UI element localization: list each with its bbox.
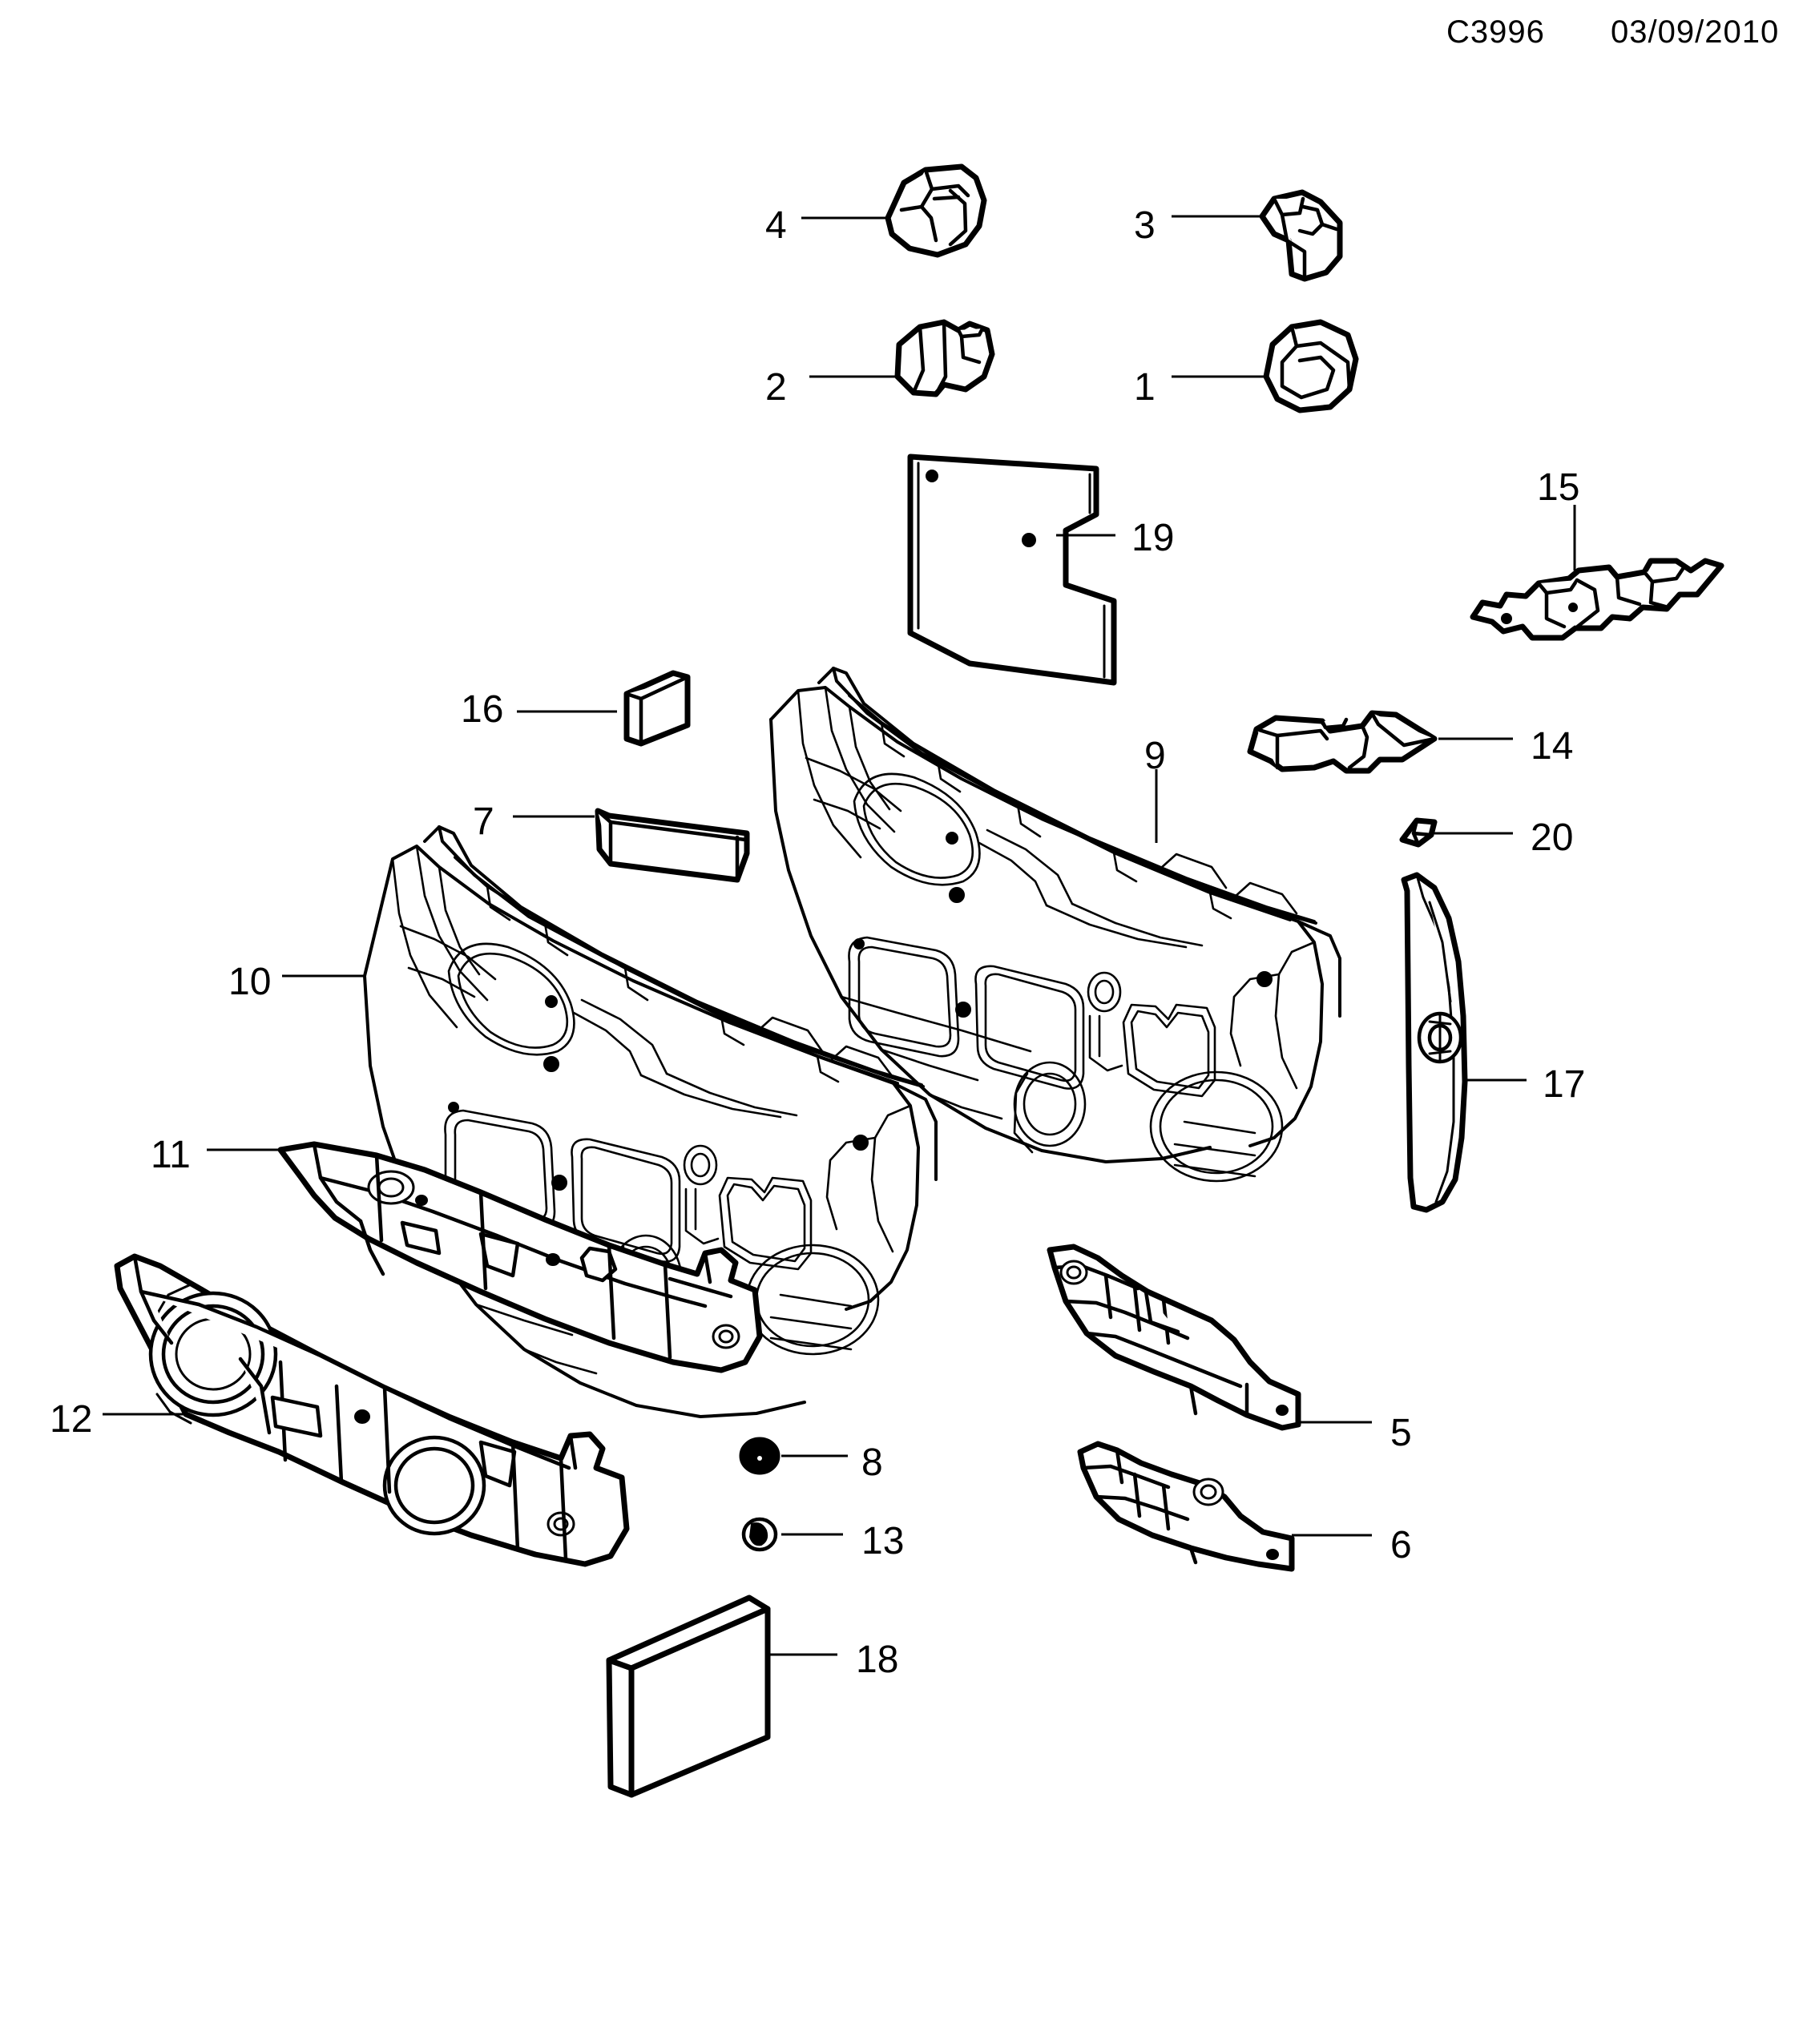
part-10-dash-panel [363,825,938,1418]
part-19-insulator-panel [907,454,1117,686]
part-18-insulator-pad [606,1594,771,1798]
part-6-side-insulator-bracket [1077,1441,1295,1572]
callout-label-11: 11 [151,1134,191,1176]
callout-label-12: 12 [50,1398,93,1441]
callout-label-15: 15 [1537,466,1580,509]
part-16-insulator-block [623,670,691,747]
callout-label-18: 18 [856,1639,899,1681]
part-3-retainer-clip [1259,189,1343,282]
callout-label-14: 14 [1531,725,1574,768]
part-8-grommet-plug [739,1437,780,1475]
part-12-dash-insulator [114,1253,630,1567]
leader-lines [103,215,1576,1656]
part-5-side-insulator-bracket [1047,1244,1301,1431]
callout-label-10: 10 [228,961,272,1003]
callout-label-8: 8 [861,1441,883,1484]
part-15-insulator-plate [1470,558,1724,641]
callout-label-5: 5 [1390,1412,1412,1454]
callout-label-20: 20 [1531,816,1574,859]
part-9-dash-panel [769,667,1341,1183]
callout-label-6: 6 [1390,1524,1412,1566]
callout-label-17: 17 [1543,1063,1586,1106]
part-20-small-clip [1399,817,1438,848]
part-11-dash-insulator [277,1141,763,1373]
callout-label-1: 1 [1134,366,1156,409]
part-14-insulator-bracket [1247,710,1438,774]
callout-label-9: 9 [1144,735,1166,777]
callout-label-4: 4 [765,204,787,247]
part-1-retainer-clip [1263,319,1359,413]
part-4-retainer-clip [885,163,987,258]
callout-label-13: 13 [861,1520,905,1562]
part-2-retainer-clip [894,319,995,397]
callout-label-2: 2 [765,366,787,409]
part-17-pillar-insulator [1401,872,1468,1213]
callout-label-16: 16 [461,688,504,731]
callout-label-7: 7 [473,800,494,843]
drawing-date: 03/09/2010 [1611,14,1780,50]
part-13-washer-seal [741,1517,778,1552]
callout-label-19: 19 [1131,517,1175,559]
drawing-code: C3996 [1446,14,1545,50]
callout-label-3: 3 [1134,204,1156,247]
part-7-insulator-pad [595,808,750,883]
